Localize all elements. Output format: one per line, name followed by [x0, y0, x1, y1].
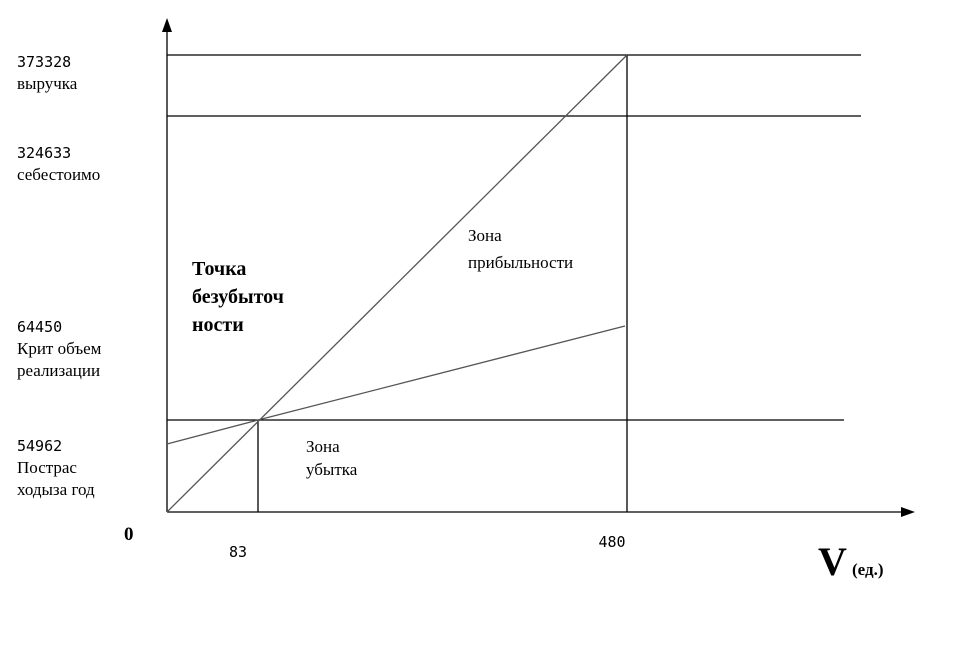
- x-tick-83: 83: [229, 543, 247, 561]
- x-axis-label-main: V: [818, 539, 847, 584]
- profit-zone-label-2: прибыльности: [468, 253, 573, 272]
- loss-zone-label-1: Зона: [306, 437, 340, 456]
- break-even-label-2: безубыточ: [192, 286, 284, 308]
- y-value-crit: 64450: [17, 318, 62, 336]
- x-axis-arrow-icon: [901, 507, 915, 517]
- total-cost-line: [166, 325, 626, 445]
- profit-zone-label-1: Зона: [468, 226, 502, 245]
- x-tick-480: 480: [598, 533, 625, 551]
- y-caption-fixed-1: Пострас: [17, 458, 77, 477]
- y-axis-arrow-icon: [162, 18, 172, 32]
- y-value-fixed: 54962: [17, 437, 62, 455]
- break-even-label-1: Точка: [192, 258, 246, 280]
- y-caption-cost-1: себестоимо: [17, 165, 100, 184]
- y-caption-fixed-2: ходыза год: [17, 480, 95, 499]
- y-value-cost: 324633: [17, 144, 71, 162]
- origin-label: 0: [124, 524, 134, 545]
- break-even-label-3: ности: [192, 314, 244, 336]
- y-caption-revenue-1: выручка: [17, 74, 78, 93]
- x-axis-label-unit: (ед.): [852, 560, 884, 579]
- loss-zone-label-2: убытка: [306, 460, 358, 479]
- y-value-revenue: 373328: [17, 53, 71, 71]
- revenue-line: [166, 54, 628, 513]
- y-caption-crit-2: реализации: [17, 361, 100, 380]
- y-caption-crit-1: Крит объем: [17, 339, 102, 358]
